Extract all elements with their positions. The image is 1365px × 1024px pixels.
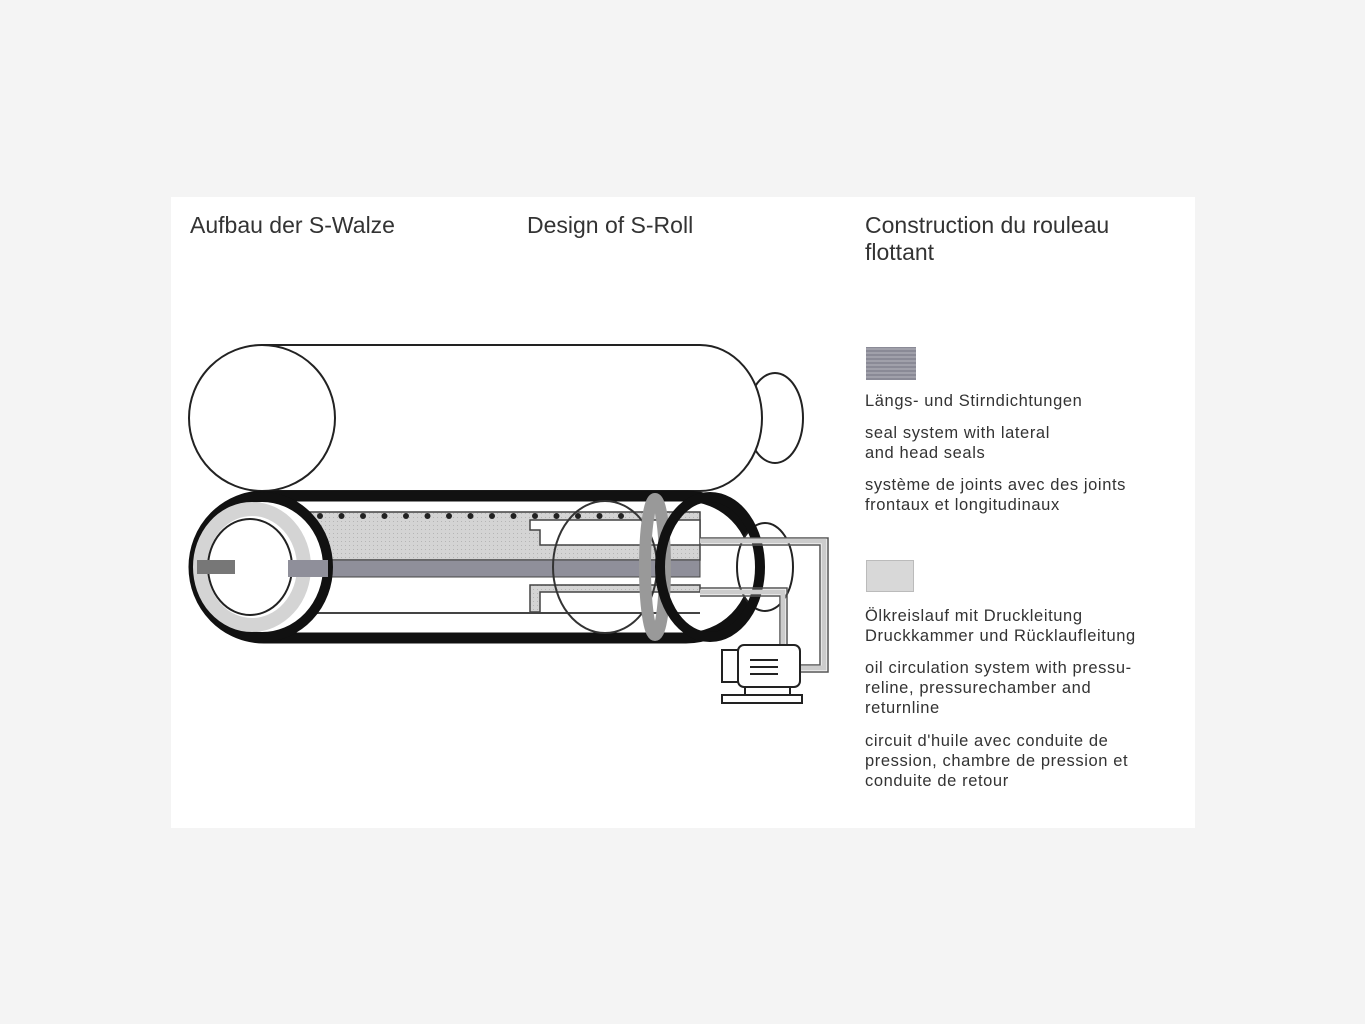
seal-dot (467, 513, 474, 519)
legend-oil-french-line1: circuit d'huile avec conduite de (865, 732, 1109, 750)
title-french-line1: Construction du rouleau (865, 212, 1110, 238)
seal-dot (618, 513, 624, 519)
top-roll (188, 344, 804, 492)
legend-oil-german-line1: Ölkreislauf mit Druckleitung (865, 607, 1083, 625)
seal-dot (403, 513, 409, 519)
seal-dot (446, 513, 452, 519)
legend-oil-french: circuit d'huile avec conduite de pressio… (865, 731, 1128, 791)
legend-oil-french-line3: conduite de retour (865, 772, 1009, 790)
title-french: Construction du rouleau flottant (865, 212, 1109, 266)
seal-dot (596, 513, 603, 519)
seal-dot (553, 513, 560, 519)
seal-dot (510, 513, 517, 519)
legend-oil-english: oil circulation system with pressu- reli… (865, 658, 1132, 718)
legend-oil-english-line3: returnline (865, 699, 940, 717)
legend-seals-english-line1: seal system with lateral (865, 424, 1050, 442)
legend-seals-german: Längs- und Stirndichtungen (865, 392, 1083, 410)
seal-dot (360, 513, 366, 519)
lateral-seal (289, 559, 701, 578)
legend-oil-german: Ölkreislauf mit Druckleitung Druckkammer… (865, 606, 1136, 646)
top-roll-end (188, 344, 336, 492)
legend-seals-french-line1: système de joints avec des joints (865, 476, 1126, 494)
legend-seals-english: seal system with lateral and head seals (865, 423, 1050, 463)
legend-seals-english-line2: and head seals (865, 444, 986, 462)
legend-oil-english-line2: reline, pressurechamber and (865, 679, 1092, 697)
legend-seals-french: système de joints avec des joints fronta… (865, 475, 1126, 515)
seal-dots (317, 513, 624, 519)
seal-dot (532, 513, 538, 519)
title-german: Aufbau der S-Walze (190, 212, 395, 238)
seal-dot (575, 513, 581, 519)
oil-pipes (700, 537, 829, 673)
seal-dot (489, 513, 495, 519)
seal-dot (381, 513, 388, 519)
title-french-line2: flottant (865, 239, 935, 265)
seal-dot (338, 513, 345, 519)
shaft-stub (197, 560, 235, 574)
title-english: Design of S-Roll (527, 212, 694, 238)
seal-dot (317, 513, 323, 519)
right-end-ring (655, 492, 765, 642)
legend-swatch-seals (866, 347, 916, 380)
pump-motor (721, 644, 803, 704)
legend-oil-german-line2: Druckkammer und Rücklaufleitung (865, 627, 1136, 645)
top-roll-body (261, 344, 763, 492)
legend-swatch-oil (866, 560, 914, 592)
legend-oil-french-line2: pression, chambre de pression et (865, 752, 1129, 770)
legend-oil-english-line1: oil circulation system with pressu- (865, 659, 1132, 677)
legend-seals-french-line2: frontaux et longitudinaux (865, 496, 1060, 514)
seal-dot (424, 513, 431, 519)
